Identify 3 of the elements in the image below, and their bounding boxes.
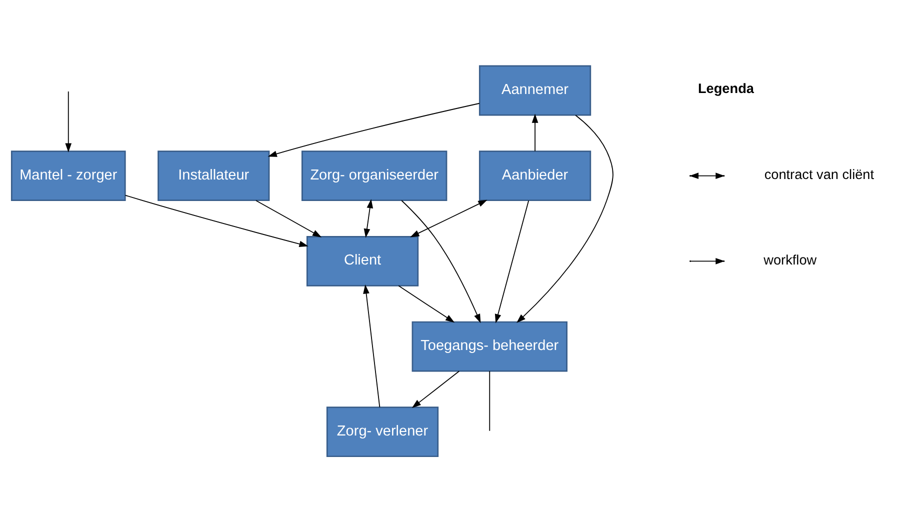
- label: Legenda: [698, 80, 754, 96]
- legend-label: contract van cliënt: [764, 167, 874, 182]
- legend-label: workflow: [764, 252, 817, 268]
